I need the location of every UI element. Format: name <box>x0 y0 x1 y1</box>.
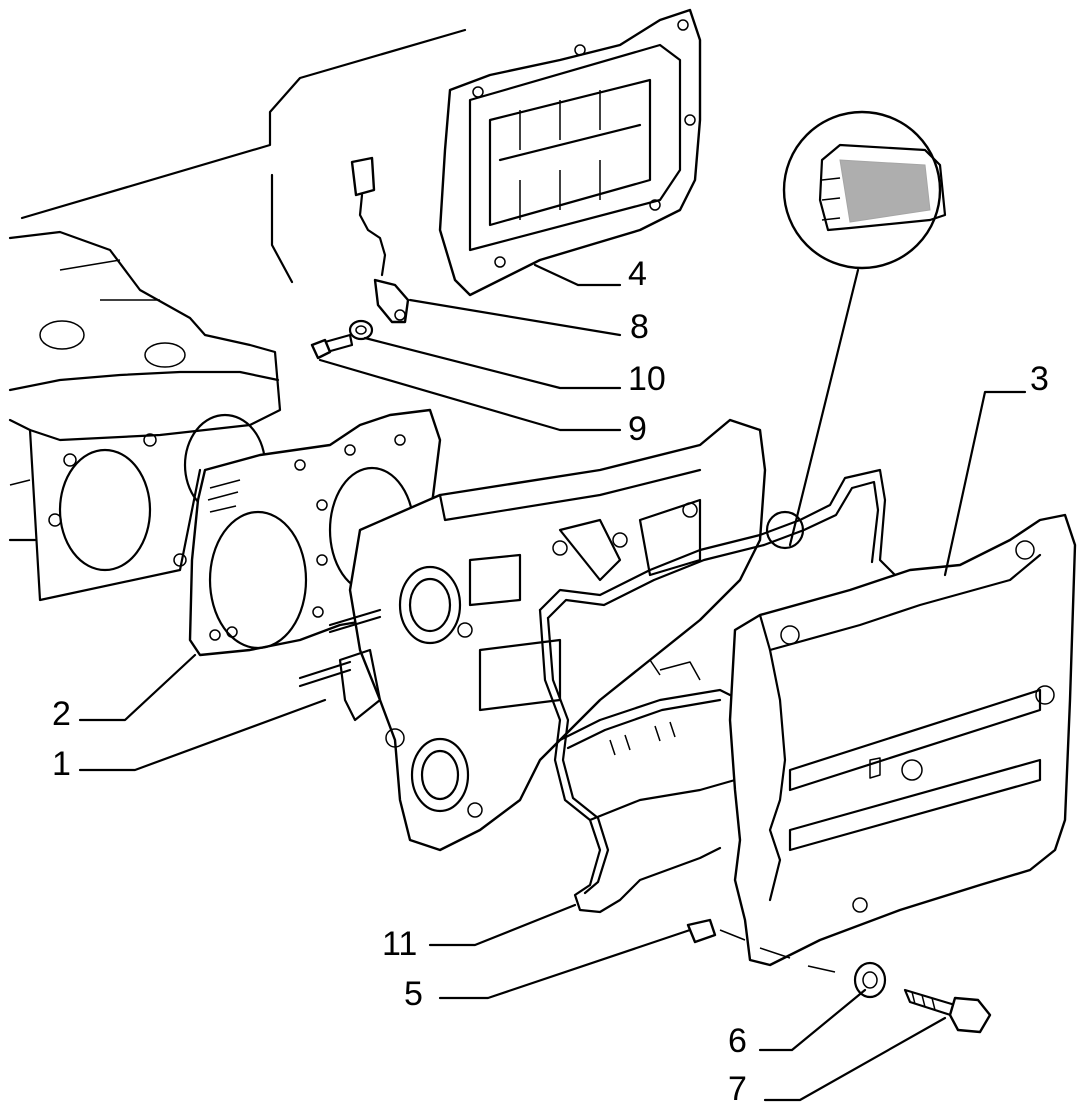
callout-3: 3 <box>1030 360 1049 398</box>
callout-10: 10 <box>628 360 666 398</box>
callout-5: 5 <box>404 975 423 1013</box>
callout-9: 9 <box>628 410 647 448</box>
detail-magnifier <box>765 110 947 550</box>
sensor-with-cable <box>350 156 410 324</box>
callout-1: 1 <box>52 745 71 783</box>
callout-8: 8 <box>630 308 649 346</box>
dowel-pin-5 <box>686 918 836 973</box>
cam-cover-gasket <box>538 468 897 914</box>
section-lead-lines <box>20 28 467 284</box>
callout-11: 11 <box>382 925 417 963</box>
callout-4: 4 <box>628 255 647 293</box>
upper-cam-cover <box>438 8 702 297</box>
callout-7: 7 <box>728 1070 747 1103</box>
cam-cover <box>728 513 1077 967</box>
screw-9 <box>310 333 354 360</box>
callout-labels: 4 8 10 9 3 2 1 11 5 6 7 <box>52 255 1049 1108</box>
callout-6: 6 <box>728 1022 747 1060</box>
callout-2: 2 <box>52 695 71 733</box>
leader-lines <box>78 263 1027 1102</box>
washer-10 <box>348 319 374 341</box>
washer-6 <box>853 961 887 999</box>
bolt-7 <box>903 988 992 1034</box>
engine-block <box>8 230 282 602</box>
